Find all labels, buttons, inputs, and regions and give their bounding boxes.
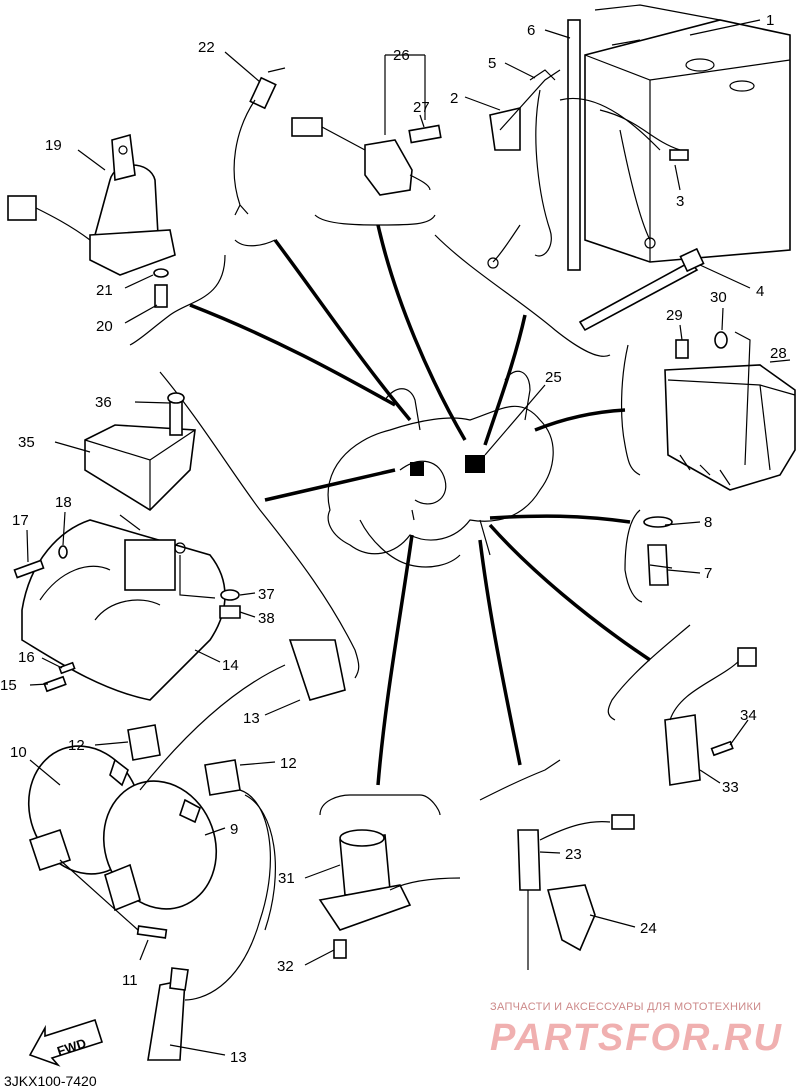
callout-38: 38	[258, 610, 275, 627]
callout-17: 17	[12, 512, 29, 529]
callout-20: 20	[96, 318, 113, 335]
callout-21: 21	[96, 282, 113, 299]
battery-bracket	[487, 19, 689, 271]
callout-12-right: 12	[280, 755, 297, 772]
leader-lines	[189, 224, 651, 786]
callout-14: 14	[222, 657, 239, 674]
callout-11: 11	[122, 972, 138, 989]
callout-leaders	[26, 19, 791, 1056]
callout-36: 36	[95, 394, 112, 411]
callout-9: 9	[230, 821, 238, 838]
watermark-logo: PARTSFOR.RU	[490, 1017, 783, 1059]
fwd-arrow: FWD	[28, 1018, 104, 1067]
callout-15: 15	[0, 677, 17, 694]
callout-25: 25	[545, 369, 562, 386]
main-switch	[7, 133, 176, 308]
callout-19: 19	[45, 137, 62, 154]
callout-24: 24	[640, 920, 657, 937]
callout-22: 22	[198, 39, 215, 56]
callout-35: 35	[18, 434, 35, 451]
callout-2: 2	[450, 90, 458, 107]
frame-brackets	[129, 214, 691, 816]
battery-box	[13, 514, 241, 701]
fuse-holder	[291, 117, 442, 196]
relay-unit	[84, 392, 196, 512]
callout-13-top: 13	[243, 710, 260, 727]
motorcycle-outline	[327, 370, 554, 568]
callout-1: 1	[766, 12, 774, 29]
callout-29: 29	[666, 307, 683, 324]
callout-16: 16	[18, 649, 35, 666]
callout-3: 3	[676, 193, 684, 210]
callout-4: 4	[756, 283, 764, 300]
neutral-switch	[643, 516, 673, 586]
battery	[584, 4, 791, 263]
callout-37: 37	[258, 586, 275, 603]
callout-18: 18	[55, 494, 72, 511]
callout-6: 6	[527, 22, 535, 39]
callout-numbers: 1 2 3 4 5 6 7 8 9 10 11 12 12 13 13 14 1…	[0, 12, 787, 1066]
callout-28: 28	[770, 345, 787, 362]
watermark-tagline: ЗАПЧАСТИ И АКСЕССУАРЫ ДЛЯ МОТОТЕХНИКИ	[490, 1001, 761, 1013]
callout-26: 26	[393, 47, 410, 64]
callout-7: 7	[704, 565, 712, 582]
callout-27: 27	[413, 99, 430, 116]
cable-tie	[578, 247, 705, 332]
callout-13-bottom: 13	[230, 1049, 247, 1066]
cdi-unit	[664, 331, 796, 491]
callout-34: 34	[740, 707, 757, 724]
ignition-coils	[27, 639, 346, 1061]
callout-33: 33	[722, 779, 739, 796]
oil-level-sensor	[233, 67, 286, 216]
diagram-code: 3JKX100-7420	[4, 1073, 97, 1089]
starter-relay	[318, 829, 461, 959]
callout-10: 10	[10, 744, 27, 761]
callout-5: 5	[488, 55, 496, 72]
watermark: ЗАПЧАСТИ И АКСЕССУАРЫ ДЛЯ МОТОТЕХНИКИ PA…	[490, 1001, 783, 1059]
speed-sensor	[664, 647, 757, 786]
callout-31: 31	[278, 870, 295, 887]
callout-32: 32	[277, 958, 294, 975]
callout-23: 23	[565, 846, 582, 863]
callout-8: 8	[704, 514, 712, 531]
brake-switch	[517, 814, 635, 970]
callout-30: 30	[710, 289, 727, 306]
callout-12-left: 12	[68, 737, 85, 754]
